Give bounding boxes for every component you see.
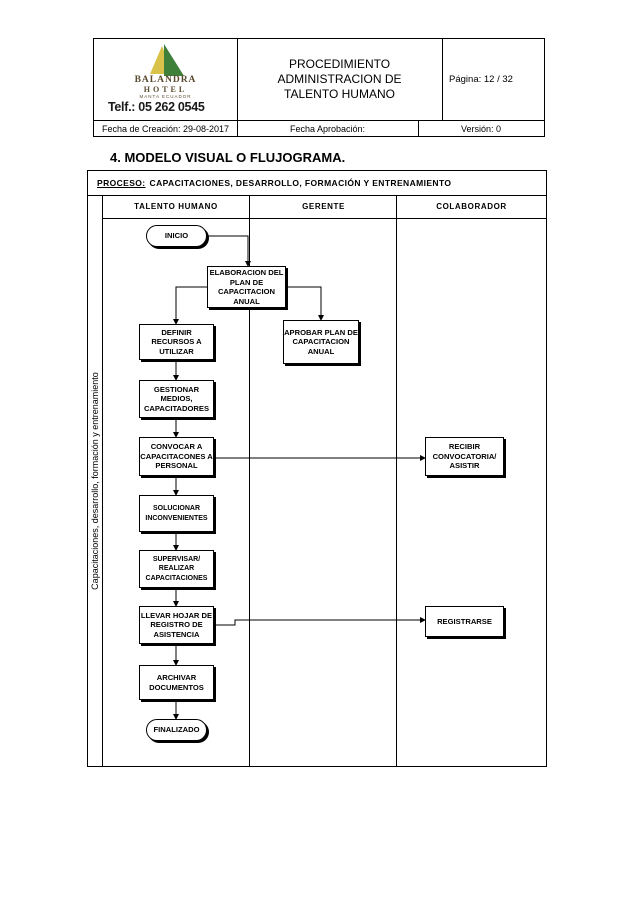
step-aprobar-plan: APROBAR PLAN DE CAPACITACION ANUAL (283, 320, 359, 364)
lane-gerente: GERENTE (250, 195, 397, 219)
page-number: Página: 12 / 32 (449, 74, 513, 85)
process-name: CAPACITACIONES, DESARROLLO, FORMACIÓN Y … (149, 178, 452, 188)
process-row: PROCESO: CAPACITACIONES, DESARROLLO, FOR… (88, 171, 546, 196)
side-label-column: Capacitaciones, desarrollo, formación y … (88, 195, 103, 766)
connector-inicio-elaboracion (207, 235, 251, 267)
step-elaboracion-plan: ELABORACION DEL PLAN DE CAPACITACION ANU… (207, 266, 286, 308)
hotel-logo: BALANDRA HOTEL MANTA ECUADOR Telf.: 05 2… (100, 44, 231, 115)
connector-elaboracion-definir (173, 286, 207, 325)
step-gestionar-medios: GESTIONAR MEDIOS, CAPACITADORES (139, 380, 214, 418)
logo-cell: BALANDRA HOTEL MANTA ECUADOR Telf.: 05 2… (94, 39, 238, 120)
version: Versión: 0 (460, 123, 502, 134)
document-header: BALANDRA HOTEL MANTA ECUADOR Telf.: 05 2… (93, 38, 545, 137)
connector-elaboracion-aprobar (286, 286, 324, 321)
step-recibir-convocatoria: RECIBIR CONVOCATORIA/ ASISTIR (425, 437, 504, 476)
step-supervisar: SUPERVISAR/ REALIZAR CAPACITACIONES (139, 550, 214, 588)
logo-phone: Telf.: 05 262 0545 (108, 100, 205, 114)
approval-date: Fecha Aprobación: (237, 121, 419, 136)
lane-divider (396, 195, 397, 766)
step-solucionar: SOLUCIONAR INCONVENIENTES (139, 495, 214, 532)
process-label: PROCESO: (97, 178, 146, 188)
step-registrarse: REGISTRARSE (425, 606, 504, 637)
creation-date: Fecha de Creación: 29-08-2017 (94, 121, 238, 136)
logo-brand: BALANDRA (134, 75, 197, 85)
section-title: 4. MODELO VISUAL O FLUJOGRAMA. (110, 150, 346, 165)
step-finalizado: FINALIZADO (146, 719, 207, 741)
document-title: PROCEDIMIENTO ADMINISTRACION DE TALENTO … (237, 39, 443, 120)
step-inicio: INICIO (146, 225, 207, 247)
logo-location: MANTA ECUADOR (139, 94, 192, 99)
header-dates-row: Fecha de Creación: 29-08-2017 Fecha Apro… (94, 120, 544, 136)
sail-green-icon (164, 44, 184, 76)
step-definir-recursos: DEFINIR RECURSOS A UTILIZAR (139, 324, 214, 360)
step-convocar: CONVOCAR A CAPACITACONES A PERSONAL (139, 437, 214, 476)
connector-llevar-registrarse (214, 617, 426, 626)
step-archivar: ARCHIVAR DOCUMENTOS (139, 665, 214, 700)
lane-colaborador: COLABORADOR (397, 195, 546, 219)
logo-brand-sub: HOTEL (143, 85, 188, 94)
lane-divider (249, 195, 250, 766)
lane-talento-humano: TALENTO HUMANO (102, 195, 250, 219)
flowchart-frame: PROCESO: CAPACITACIONES, DESARROLLO, FOR… (87, 170, 547, 767)
step-llevar-hoja: LLEVAR HOJAR DE REGISTRO DE ASISTENCIA (139, 606, 214, 644)
